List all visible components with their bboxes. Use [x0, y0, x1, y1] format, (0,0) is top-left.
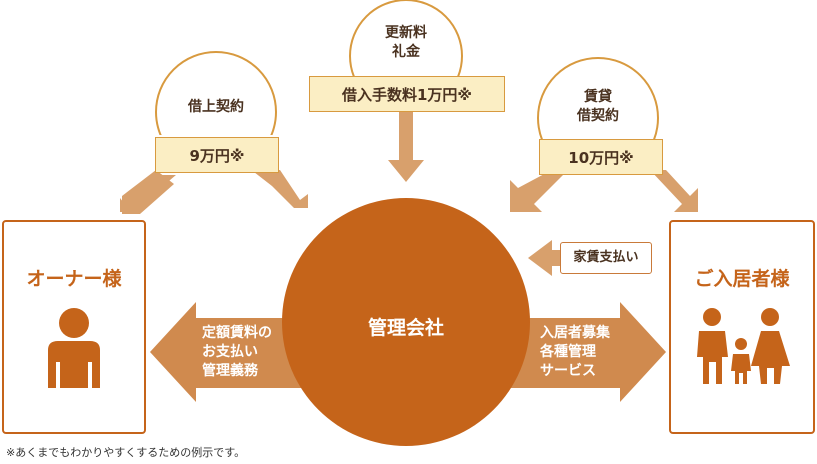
right-flow-line-2: 各種管理: [540, 344, 596, 360]
footnote: ※あくまでもわかりやすくするための例示です。: [6, 446, 246, 459]
right-arrow-down-left: [510, 172, 566, 212]
resident-box: ご入居者様: [669, 220, 815, 434]
center-contract-label-2: 礼金: [392, 44, 420, 60]
rent-payment-tag: 家賃支払い: [560, 242, 652, 274]
left-contract-fee: 9万円※: [155, 137, 279, 173]
right-contract-label-1: 賃貸: [584, 89, 612, 105]
company-label: 管理会社: [367, 317, 444, 339]
center-arrow-down: [388, 112, 424, 182]
center-contract-label-1: 更新料: [385, 25, 427, 41]
owner-person-icon-front: [48, 308, 100, 388]
right-flow-arrow: [500, 302, 666, 402]
right-flow-line-3: サービス: [540, 363, 596, 379]
left-flow-line-3: 管理義務: [202, 363, 258, 379]
right-contract-fee: 10万円※: [539, 139, 663, 175]
left-flow-arrow: [150, 302, 320, 402]
left-flow-line-1: 定額賃料の: [202, 325, 272, 341]
owner-title: オーナー様: [26, 268, 122, 290]
right-flow-line-1: 入居者募集: [540, 325, 610, 341]
company-circle: [282, 198, 530, 446]
resident-title: ご入居者様: [694, 268, 790, 290]
right-contract-label-2: 借契約: [577, 108, 619, 124]
center-contract-fee: 借入手数料1万円※: [309, 76, 505, 112]
left-contract-label: 借上契約: [188, 99, 244, 115]
left-flow-line-2: お支払い: [202, 344, 258, 360]
left-arrow-down-right: [254, 170, 308, 208]
family-icon-front: [697, 308, 790, 384]
rent-arrow: [528, 240, 560, 276]
right-arrow-down-right: [650, 170, 698, 212]
